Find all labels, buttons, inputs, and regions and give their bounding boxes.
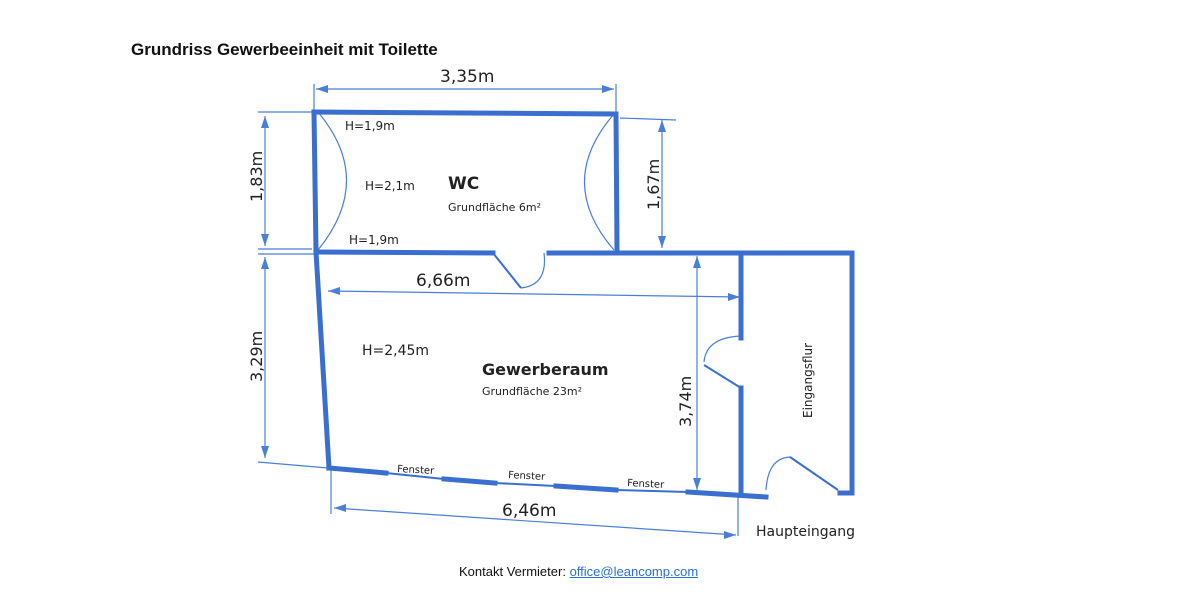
wc-height-bottom: H=1,9m <box>349 233 399 247</box>
contact-footer: Kontakt Vermieter: office@leancomp.com <box>459 564 698 579</box>
dim-main-width-top: 6,66m <box>416 271 470 291</box>
contact-email-link[interactable]: office@leancomp.com <box>569 564 699 579</box>
entrance-label: Haupteingang <box>756 524 855 540</box>
room-eingangsflur-name: Eingangsflur <box>801 343 815 418</box>
window-label-2: Fenster <box>508 470 547 483</box>
window-label-1: Fenster <box>397 464 436 477</box>
window-label-3: Fenster <box>627 478 666 491</box>
room-gewerberaum-area: Grundfläche 23m² <box>482 385 582 398</box>
walls <box>311 109 855 500</box>
room-gewerberaum-height: H=2,45m <box>362 343 429 359</box>
dim-main-height-left: 3,29m <box>247 331 266 382</box>
contact-label: Kontakt Vermieter: <box>459 564 566 579</box>
dim-main-height-right: 3,74m <box>676 376 695 427</box>
dimension-arrows <box>261 85 740 539</box>
dim-wc-height-left: 1,83m <box>247 151 266 202</box>
dim-wc-width: 3,35m <box>440 67 494 87</box>
room-wc-name: WC <box>448 174 479 194</box>
plan-title: Grundriss Gewerbeeinheit mit Toilette <box>131 40 438 59</box>
dimension-lines <box>257 84 791 536</box>
room-wc-area: Grundfläche 6m² <box>448 201 541 214</box>
wc-height-top: H=1,9m <box>345 119 395 133</box>
wc-height-middle: H=2,1m <box>365 179 415 193</box>
dim-main-width-bottom: 6,46m <box>502 501 556 521</box>
dim-wc-height-right: 1,67m <box>644 159 663 210</box>
door-leaves-and-windows <box>385 252 839 493</box>
room-gewerberaum-name: Gewerberaum <box>482 360 609 379</box>
